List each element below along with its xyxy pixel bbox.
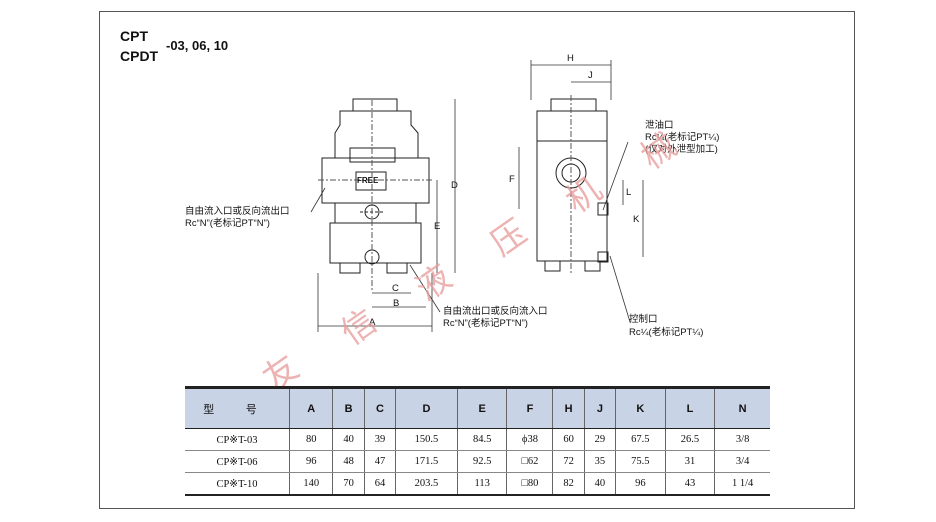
control-port-label-2: Rc¼(老标记PT¼)	[629, 327, 704, 338]
cell-model: CP※T-06	[185, 450, 290, 473]
dim-l: L	[626, 187, 632, 198]
dim-f: F	[509, 174, 515, 185]
header-d: D	[395, 386, 458, 429]
cell: 48	[332, 450, 365, 473]
header-b: B	[332, 386, 365, 429]
header-h: H	[552, 386, 585, 429]
control-port-label-1: 控制口	[629, 314, 658, 325]
header-l: L	[664, 386, 715, 429]
header-model: 型 号	[185, 386, 290, 429]
bottom-port-label-2: Rc“N”(老标记PT“N”)	[443, 318, 528, 329]
cell: 64	[363, 472, 396, 496]
cell: 70	[332, 472, 365, 496]
drain-port-label-1: 泄油口	[645, 120, 674, 131]
cell: □80	[506, 472, 553, 496]
dim-b: B	[393, 298, 400, 309]
table-row: CP※T-10 140 70 64 203.5 113 □80 82 40 96…	[185, 472, 770, 496]
left-port-label-2: Rc“N”(老标记PT“N”)	[185, 218, 270, 229]
left-port-label-1: 自由流入口或反向流出口	[185, 206, 290, 217]
cell: 1 1/4	[714, 472, 770, 496]
table-header-row: 型 号 A B C D E F H J K L N	[185, 386, 770, 429]
cell: 43	[664, 472, 715, 496]
dim-j: J	[588, 70, 593, 81]
table-row: CP※T-03 80 40 39 150.5 84.5 ϕ38 60 29 67…	[185, 428, 770, 451]
cell: 113	[456, 472, 507, 496]
side-view	[536, 95, 609, 275]
header-a: A	[288, 386, 333, 429]
dim-a: A	[369, 317, 376, 328]
cell: 96	[288, 450, 333, 473]
cell: 80	[288, 428, 333, 451]
free-label: FREE	[357, 176, 379, 185]
cell: 150.5	[395, 428, 458, 451]
model-title-cpdt: CPDT	[120, 48, 159, 64]
cell: 26.5	[664, 428, 715, 451]
cell: 203.5	[395, 472, 458, 496]
cell: 47	[363, 450, 396, 473]
cell: 72	[552, 450, 585, 473]
cell: 84.5	[456, 428, 507, 451]
cell: 92.5	[456, 450, 507, 473]
header-n: N	[714, 386, 770, 429]
cell: 75.5	[615, 450, 666, 473]
cell: 40	[583, 472, 616, 496]
drain-port-label-3: (仅对外泄型加工)	[645, 144, 718, 155]
dim-h: H	[567, 53, 574, 64]
table-row: CP※T-06 96 48 47 171.5 92.5 □62 72 35 75…	[185, 450, 770, 473]
cell: 3/4	[714, 450, 770, 473]
bottom-port-label-1: 自由流出口或反向流入口	[443, 306, 548, 317]
dim-d: D	[451, 180, 458, 191]
header-j: J	[583, 386, 616, 429]
cell: 29	[583, 428, 616, 451]
dimension-lines	[310, 60, 644, 332]
header-e: E	[456, 386, 507, 429]
cell-model: CP※T-10	[185, 472, 290, 496]
drawing-frame	[99, 11, 855, 509]
cell: 82	[552, 472, 585, 496]
model-sizes: -03, 06, 10	[166, 38, 229, 53]
dim-k: K	[633, 214, 640, 225]
dim-c: C	[392, 283, 399, 294]
cell: ϕ38	[506, 428, 553, 451]
model-title-cpt: CPT	[120, 28, 148, 44]
cell: 171.5	[395, 450, 458, 473]
cell: 3/8	[714, 428, 770, 451]
front-view	[318, 98, 432, 290]
cell: 96	[615, 472, 666, 496]
cell: 40	[332, 428, 365, 451]
cell: 39	[363, 428, 396, 451]
cell-model: CP※T-03	[185, 428, 290, 451]
dim-e: E	[434, 221, 441, 232]
drain-port-label-2: Rc¼(老标记PT¼)	[645, 132, 720, 143]
cell: 35	[583, 450, 616, 473]
dimension-table: 型 号 A B C D E F H J K L N CP※T-03 80 40 …	[185, 386, 770, 496]
cell: □62	[506, 450, 553, 473]
cell: 31	[664, 450, 715, 473]
cell: 140	[288, 472, 333, 496]
cell: 67.5	[615, 428, 666, 451]
header-f: F	[506, 386, 553, 429]
header-c: C	[363, 386, 396, 429]
cell: 60	[552, 428, 585, 451]
header-k: K	[615, 386, 666, 429]
